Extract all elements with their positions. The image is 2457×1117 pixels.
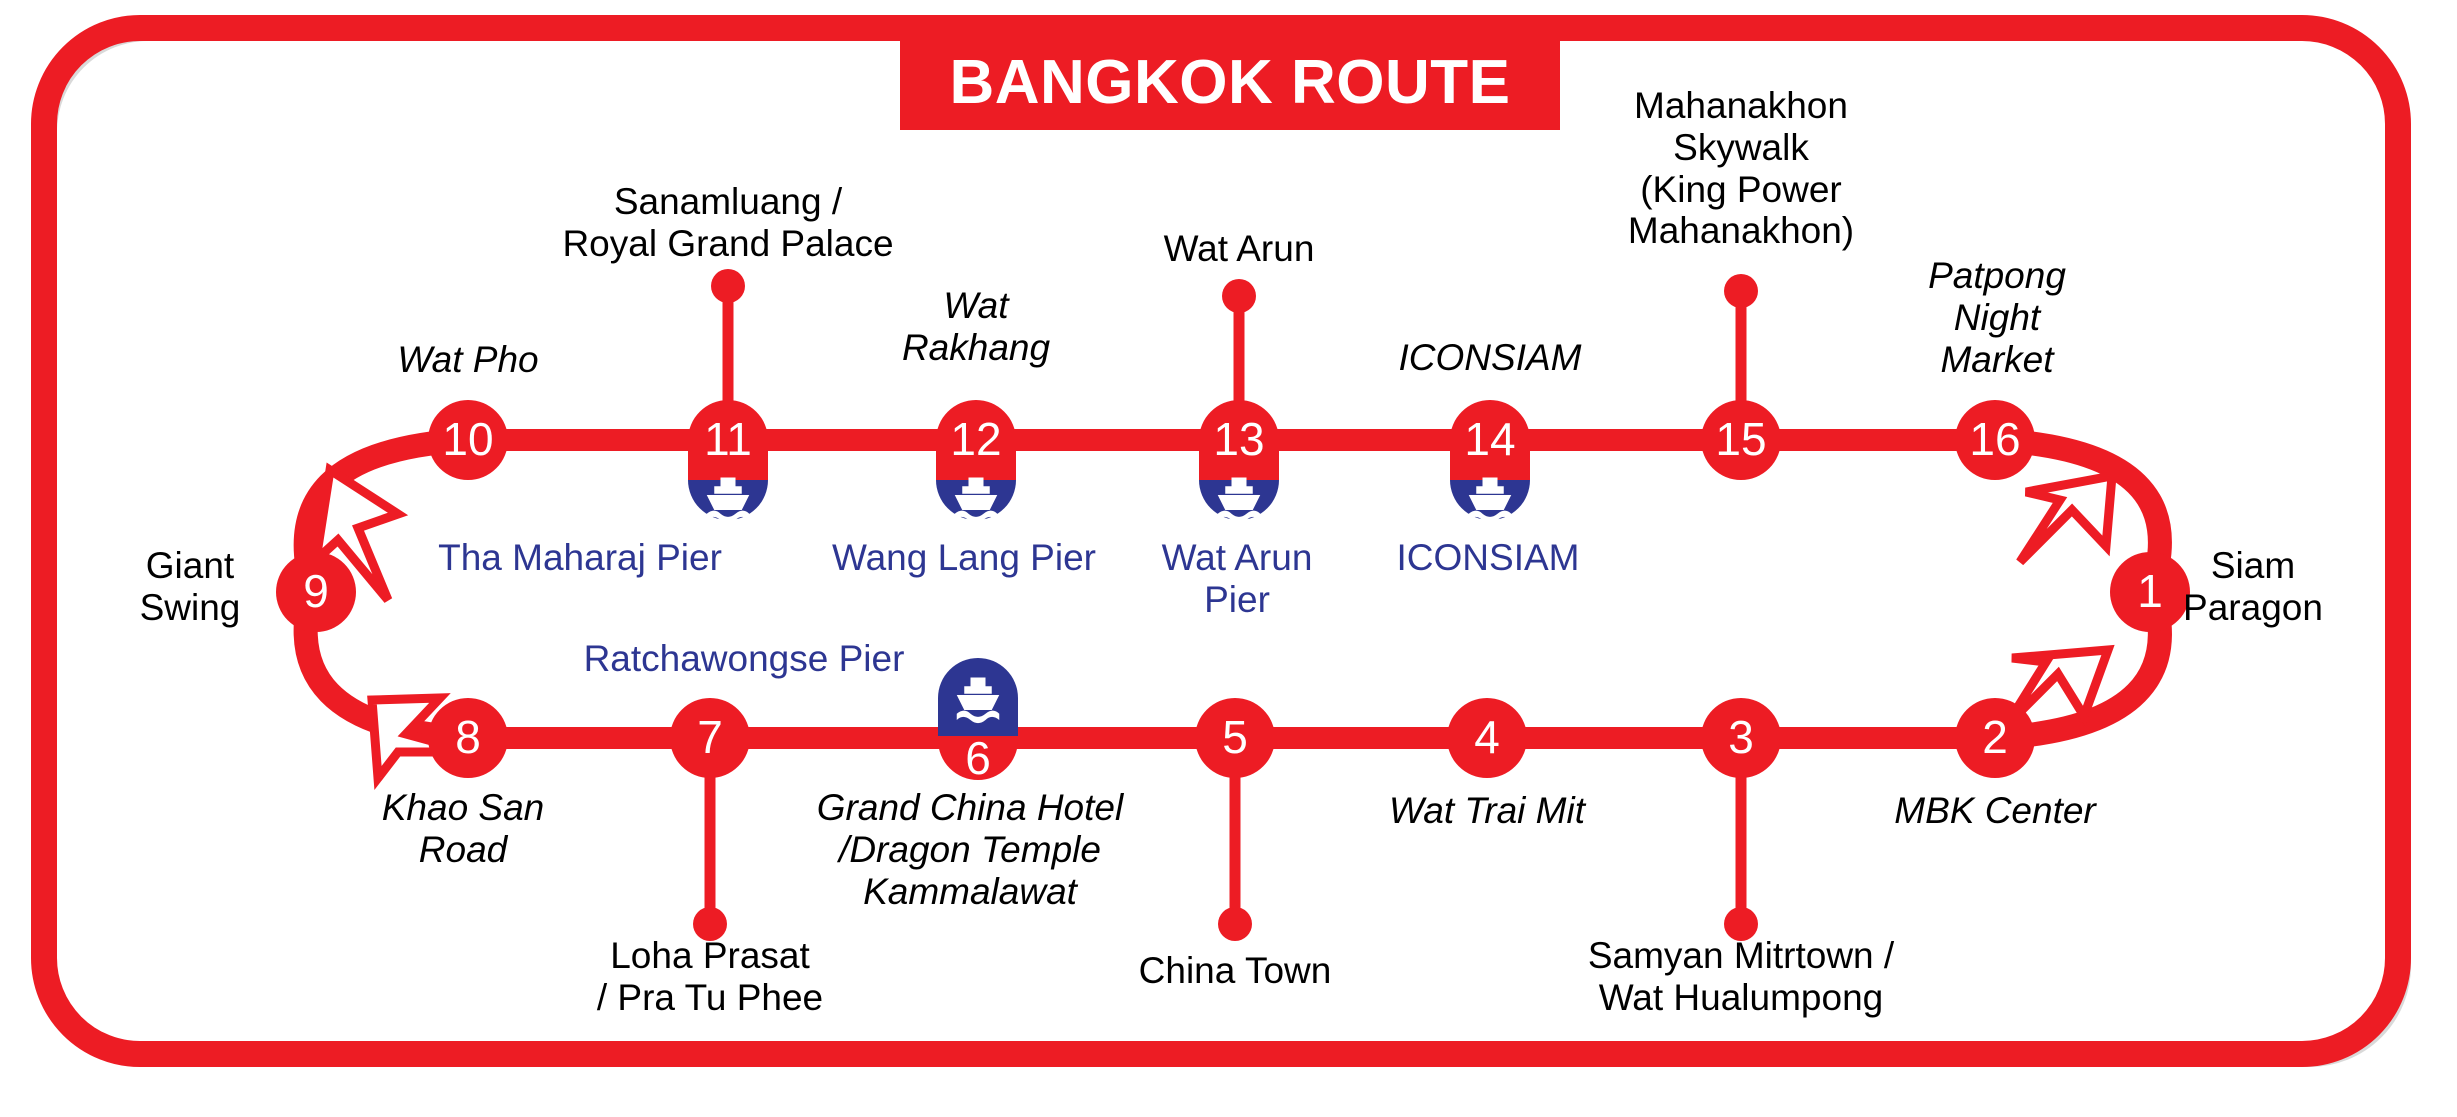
station-1[interactable]: 1: [2110, 552, 2190, 632]
stem-dot-station-7: [693, 907, 727, 941]
pier-label-station-13: Wat Arun Pier: [1161, 537, 1313, 620]
attraction-label-station-5: China Town: [1138, 950, 1332, 991]
station-15-circle: [1701, 400, 1781, 480]
station-12-number-body: [936, 400, 1016, 480]
station-5[interactable]: 5: [1195, 698, 1275, 778]
attraction-label-station-16: Patpong Night Market: [1928, 255, 2066, 380]
attraction-label-station-9: Giant Swing: [139, 545, 241, 628]
station-10-circle: [428, 400, 508, 480]
attraction-label-station-10: Wat Pho: [397, 339, 539, 380]
stem-dot-station-11: [711, 269, 745, 303]
pier-label-station-14: ICONSIAM: [1396, 537, 1580, 578]
station-6-number: 6: [965, 732, 991, 784]
stem-dot-station-5: [1218, 907, 1252, 941]
station-6-lower-half: [938, 736, 1018, 780]
stem-dot-station-13: [1222, 279, 1256, 313]
ferry-boat-icon: [1217, 477, 1261, 524]
station-9[interactable]: 9: [276, 552, 356, 632]
attraction-label-station-4: Wat Trai Mit: [1389, 790, 1585, 831]
station-7[interactable]: 7: [670, 698, 750, 778]
station-16-circle: [1955, 400, 2035, 480]
station-2-circle: [1955, 698, 2035, 778]
station-5-circle: [1195, 698, 1275, 778]
ferry-boat-icon: [956, 677, 1000, 724]
station-7-circle: [670, 698, 750, 778]
station-13[interactable]: 13: [1199, 400, 1279, 524]
station-2[interactable]: 2: [1955, 698, 2035, 778]
attraction-label-station-13: Wat Arun: [1163, 228, 1315, 269]
station-16[interactable]: 16: [1955, 400, 2035, 480]
station-15-number: 15: [1715, 413, 1766, 465]
station-8-number: 8: [455, 711, 481, 763]
station-15[interactable]: 15: [1701, 400, 1781, 480]
station-11-number-body: [688, 400, 768, 480]
station-3-circle: [1701, 698, 1781, 778]
attraction-label-station-15: Mahanakhon Skywalk (King Power Mahanakho…: [1627, 85, 1855, 252]
stem-dot-station-15: [1724, 274, 1758, 308]
station-4[interactable]: 4: [1447, 698, 1527, 778]
station-14[interactable]: 14: [1450, 400, 1530, 524]
attraction-label-station-3: Samyan Mitrtown / Wat Hualumpong: [1587, 935, 1895, 1018]
attraction-label-station-1: Siam Paragon: [2183, 545, 2323, 628]
attraction-label-station-2: MBK Center: [1894, 790, 2096, 831]
station-16-number: 16: [1969, 413, 2020, 465]
station-8[interactable]: 8: [428, 698, 508, 778]
map-title-banner: BANGKOK ROUTE: [900, 34, 1560, 130]
direction-arrow-down-right: [2016, 470, 2117, 566]
ferry-boat-icon: [1468, 477, 1512, 524]
attraction-label-station-7: Loha Prasat / Pra Tu Phee: [596, 935, 824, 1018]
map-title-text: BANGKOK ROUTE: [949, 47, 1511, 117]
attraction-label-station-8: Khao San Road: [381, 787, 545, 870]
station-9-circle: [276, 552, 356, 632]
stem-dot-station-3: [1724, 907, 1758, 941]
station-11-number: 11: [704, 413, 752, 465]
attraction-label-station-6: Grand China Hotel /Dragon Temple Kammala…: [816, 787, 1124, 912]
pier-label-station-12: Wang Lang Pier: [832, 537, 1096, 578]
station-3-number: 3: [1728, 711, 1754, 763]
station-10[interactable]: 10: [428, 400, 508, 480]
station-1-circle: [2110, 552, 2190, 632]
station-2-number: 2: [1982, 711, 2008, 763]
station-5-number: 5: [1222, 711, 1248, 763]
pier-label-station-11: Tha Maharaj Pier: [438, 537, 722, 578]
station-12[interactable]: 12: [936, 400, 1016, 524]
map-frame-border: [31, 15, 2411, 1067]
station-9-number: 9: [303, 565, 329, 617]
station-4-circle: [1447, 698, 1527, 778]
ferry-boat-icon: [706, 477, 750, 524]
station-7-number: 7: [697, 711, 723, 763]
pier-label-station-6: Ratchawongse Pier: [583, 638, 905, 679]
attraction-label-station-12: Wat Rakhang: [901, 285, 1051, 368]
station-14-number-body: [1450, 400, 1530, 480]
station-12-number: 12: [950, 413, 1001, 465]
station-13-number: 13: [1213, 413, 1264, 465]
station-13-number-body: [1199, 400, 1279, 480]
station-1-number: 1: [2137, 565, 2163, 617]
attraction-label-station-14: ICONSIAM: [1398, 337, 1582, 378]
station-10-number: 10: [442, 413, 493, 465]
station-11[interactable]: 11: [688, 400, 768, 524]
station-4-number: 4: [1474, 711, 1500, 763]
station-6[interactable]: 6: [938, 658, 1018, 784]
station-14-number: 14: [1464, 413, 1515, 465]
station-8-circle: [428, 698, 508, 778]
ferry-boat-icon: [954, 477, 998, 524]
attraction-label-station-11: Sanamluang / Royal Grand Palace: [562, 181, 894, 264]
station-3[interactable]: 3: [1701, 698, 1781, 778]
